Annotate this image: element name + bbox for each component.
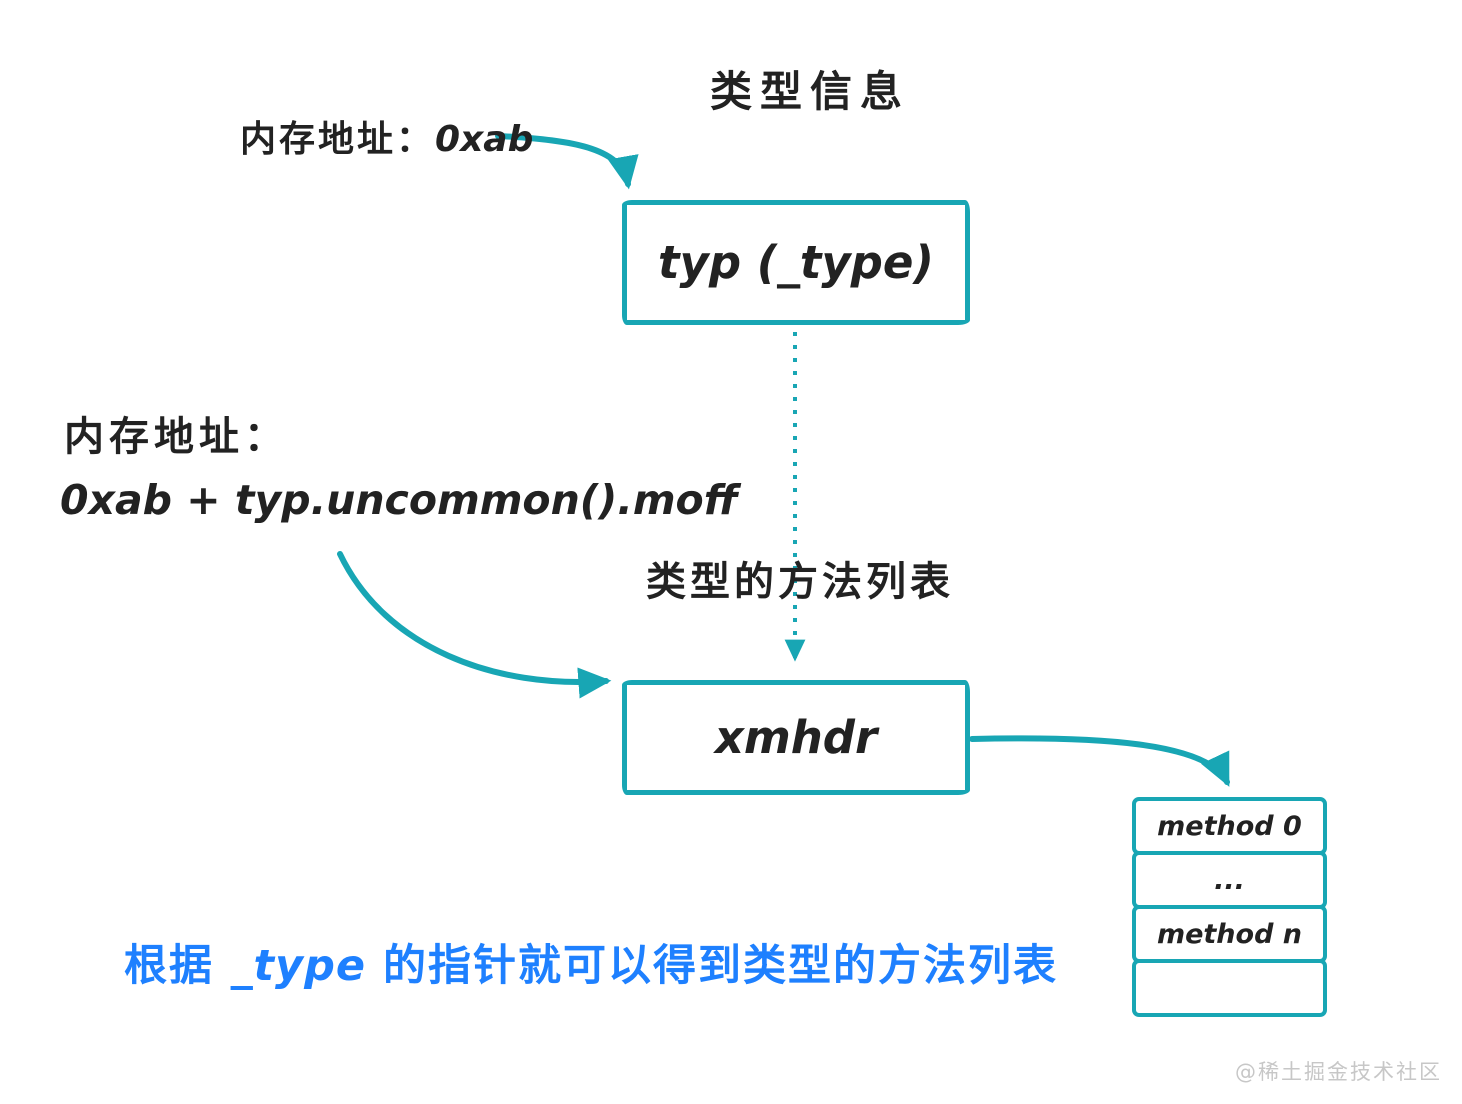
mem-addr-left-title: 内存地址： (64, 414, 289, 460)
conclusion-note: 根据 _type 的指针就可以得到类型的方法列表 (124, 931, 1058, 993)
arrow-memaddr-to-typ-box (495, 133, 639, 190)
method-table-row: ... (1132, 851, 1327, 909)
mem-addr-top-value: 0xab (435, 119, 534, 160)
typ-type-box-label: typ (_type) (658, 236, 934, 289)
method-list-link-label: 类型的方法列表 (646, 559, 954, 605)
diagram-title: 类型信息 (709, 67, 910, 116)
method-table-row: method 0 (1132, 797, 1327, 855)
method-table-row: method n (1132, 905, 1327, 963)
mem-addr-top-label: 内存地址：0xab (240, 110, 533, 162)
xmhdr-box: xmhdr (622, 680, 970, 795)
typ-type-box: typ (_type) (622, 200, 970, 325)
conclusion-suffix: 的指针就可以得到类型的方法列表 (366, 941, 1058, 991)
arrow-xmhdr-to-method-table (969, 735, 1230, 787)
xmhdr-box-label: xmhdr (714, 711, 878, 764)
mem-addr-left-formula: 0xab + typ.uncommon().moff (60, 476, 738, 524)
conclusion-prefix: 根据 (124, 941, 231, 991)
method-table: method 0 ... method n (1132, 797, 1327, 1017)
watermark: @稀土掘金技术社区 (1235, 1060, 1442, 1084)
arrow-moff-to-xmhdr-box (337, 551, 612, 699)
conclusion-code: _type (230, 941, 367, 991)
method-table-row (1132, 959, 1327, 1017)
mem-addr-top-prefix: 内存地址： (240, 119, 436, 160)
